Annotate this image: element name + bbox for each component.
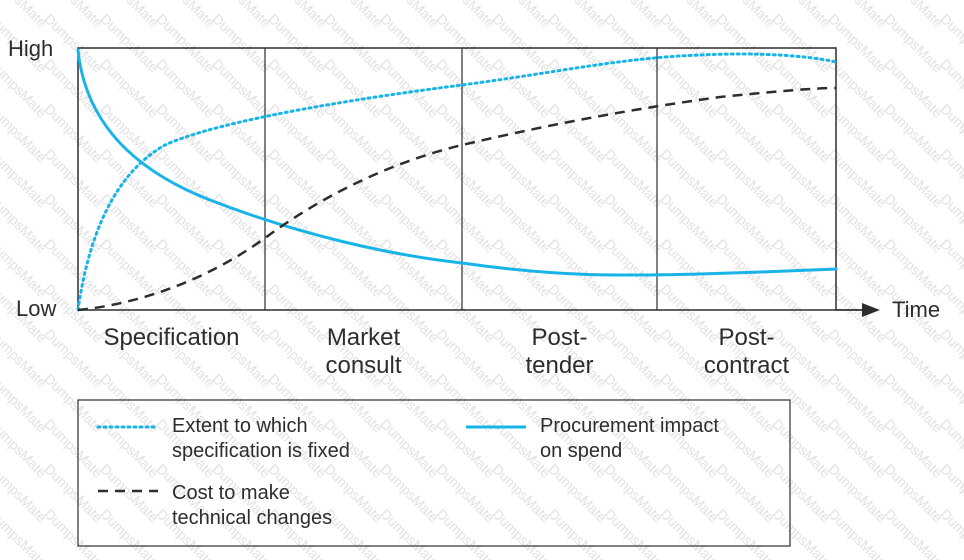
time-axis-arrow xyxy=(862,303,880,317)
legend-text-line: on spend xyxy=(540,440,623,462)
cost-technical-changes-series-line xyxy=(77,86,837,312)
procurement-impact-series-line xyxy=(76,48,838,277)
plot-frame xyxy=(77,47,837,311)
phase-label-specification: Specification xyxy=(78,324,265,352)
phase-label-line: Post- xyxy=(718,324,775,351)
phase-label-line: Post- xyxy=(531,324,588,351)
legend-text-line: Extent to which xyxy=(172,415,308,437)
y-axis-low-label: Low xyxy=(16,296,57,321)
y-axis-high-label: High xyxy=(8,36,54,61)
specification-fixed-series-line xyxy=(76,52,838,312)
phase-label-post-contract: Post- contract xyxy=(657,324,836,380)
legend-box xyxy=(77,399,791,547)
phase-label-line: Specification xyxy=(103,324,240,351)
legend-entry-specification: Extent to which specification is fixed xyxy=(172,414,350,464)
phase-label-line: Market xyxy=(326,324,401,351)
legend-text-line: Procurement impact xyxy=(540,415,719,437)
phase-label-market-consult: Market consult xyxy=(265,324,462,380)
phase-label-post-tender: Post- tender xyxy=(462,324,657,380)
legend-text-line: technical changes xyxy=(172,507,333,529)
legend-text-line: Cost to make xyxy=(172,482,290,504)
phase-label-line: tender xyxy=(525,352,594,379)
phase-label-line: consult xyxy=(325,352,402,379)
phase-label-line: contract xyxy=(703,352,790,379)
legend-entry-procurement: Procurement impact on spend xyxy=(540,414,719,464)
legend-text-line: specification is fixed xyxy=(172,440,350,462)
x-axis-time-label: Time xyxy=(892,297,941,322)
legend-entry-cost: Cost to make technical changes xyxy=(172,481,332,531)
